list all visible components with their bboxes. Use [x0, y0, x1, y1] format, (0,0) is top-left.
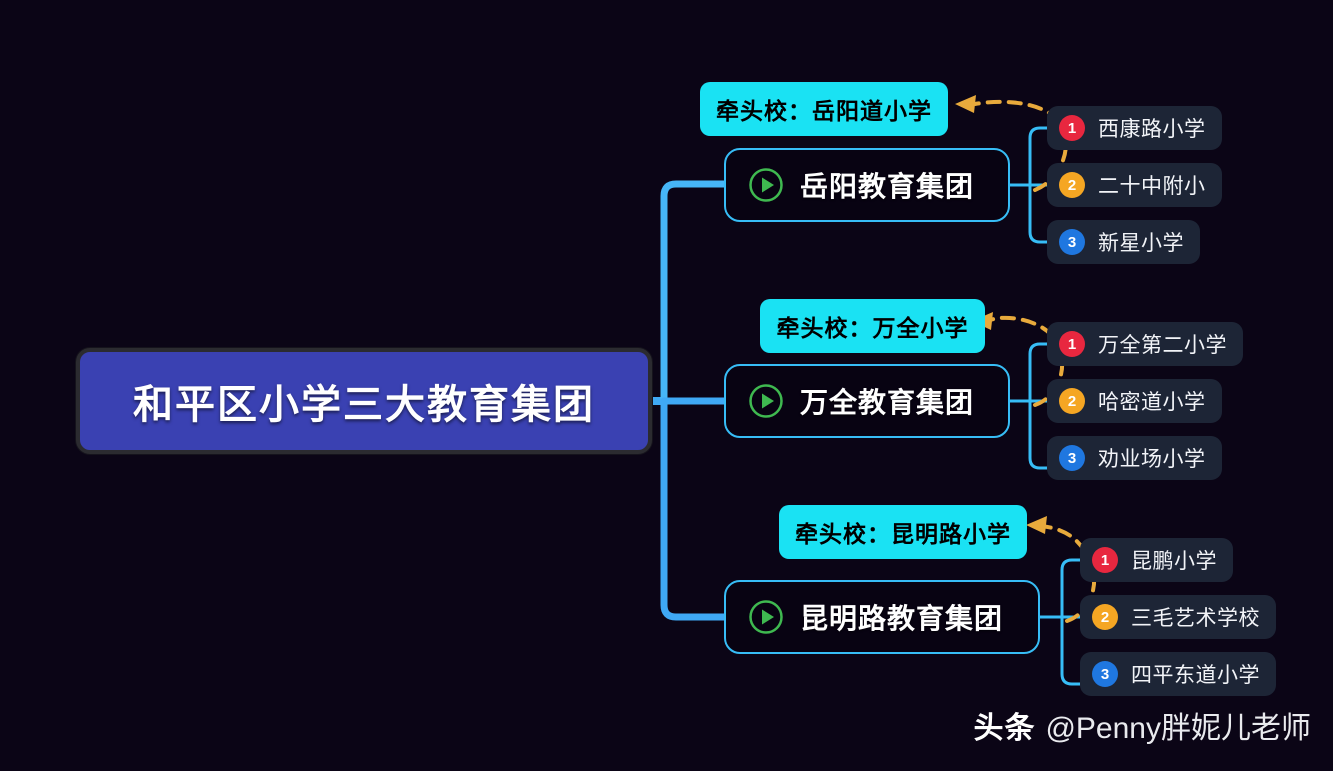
group-1-to-member-3 [1028, 183, 1049, 244]
member-node-1-3-label: 新星小学 [1098, 232, 1184, 255]
group-node-1-label: 岳阳教育集团 [800, 171, 975, 202]
member-node-2-1-label: 万全第二小学 [1098, 334, 1227, 357]
member-badge-1-1: 1 [1059, 115, 1085, 141]
watermark-brand: 头条 [973, 712, 1036, 745]
root-node[interactable]: 和平区小学三大教育集团 [76, 348, 652, 454]
member-badge-2-2: 2 [1059, 388, 1085, 414]
member-node-3-3-label: 四平东道小学 [1131, 664, 1260, 687]
lead-school-tag-2[interactable]: 牵头校：万全小学 [760, 299, 985, 353]
root-node-label: 和平区小学三大教育集团 [133, 383, 595, 427]
play-circle-icon [749, 384, 783, 418]
member-node-3-3[interactable]: 3 四平东道小学 [1080, 652, 1276, 696]
group-2-to-member-3 [1028, 399, 1049, 470]
play-circle-icon [749, 168, 783, 202]
member-node-2-3-label: 劝业场小学 [1098, 448, 1206, 471]
lead-school-tag-2-label: 牵头校：万全小学 [776, 315, 969, 341]
member-badge-1-3: 3 [1059, 229, 1085, 255]
member-badge-1-2: 2 [1059, 172, 1085, 198]
lead-school-tag-3[interactable]: 牵头校：昆明路小学 [779, 505, 1027, 559]
group-node-3[interactable]: 昆明路教育集团 [724, 580, 1040, 654]
watermark-handle: @Penny胖妮儿老师 [1045, 712, 1311, 745]
member-node-2-3[interactable]: 3 劝业场小学 [1047, 436, 1222, 480]
member-badge-3-3: 3 [1092, 661, 1118, 687]
group-1-to-member-1 [1028, 126, 1049, 187]
member-node-1-1[interactable]: 1 西康路小学 [1047, 106, 1222, 150]
member-badge-3-2: 2 [1092, 604, 1118, 630]
group-3-to-member-1 [1060, 558, 1082, 619]
trunk-to-group-1 [660, 180, 728, 405]
group-3-to-member-3 [1060, 615, 1082, 686]
lead-school-tag-3-label: 牵头校：昆明路小学 [795, 521, 1011, 547]
play-circle-icon [749, 600, 783, 634]
member-node-1-2[interactable]: 2 二十中附小 [1047, 163, 1222, 207]
member-node-2-2-label: 哈密道小学 [1098, 391, 1206, 414]
member-node-1-3[interactable]: 3 新星小学 [1047, 220, 1200, 264]
member-badge-2-1: 1 [1059, 331, 1085, 357]
member-node-1-1-label: 西康路小学 [1098, 118, 1206, 141]
group-node-3-label: 昆明路教育集团 [800, 603, 1004, 634]
member-node-2-1[interactable]: 1 万全第二小学 [1047, 322, 1243, 366]
member-node-3-2-label: 三毛艺术学校 [1131, 607, 1260, 630]
member-badge-3-1: 1 [1092, 547, 1118, 573]
member-node-1-2-label: 二十中附小 [1098, 175, 1206, 198]
group-2-to-member-1 [1028, 342, 1049, 403]
member-badge-2-3: 3 [1059, 445, 1085, 471]
member-node-2-2[interactable]: 2 哈密道小学 [1047, 379, 1222, 423]
member-node-3-2[interactable]: 2 三毛艺术学校 [1080, 595, 1276, 639]
member-node-3-1[interactable]: 1 昆鹏小学 [1080, 538, 1233, 582]
group-node-2[interactable]: 万全教育集团 [724, 364, 1010, 438]
watermark: 头条 @Penny胖妮儿老师 [973, 703, 1311, 747]
lead-school-tag-1-label: 牵头校：岳阳道小学 [716, 98, 932, 124]
member-node-3-1-label: 昆鹏小学 [1131, 550, 1217, 573]
group-node-2-label: 万全教育集团 [800, 387, 975, 418]
lead-school-tag-1[interactable]: 牵头校：岳阳道小学 [700, 82, 948, 136]
group-node-1[interactable]: 岳阳教育集团 [724, 148, 1010, 222]
trunk-to-group-3 [660, 397, 728, 621]
